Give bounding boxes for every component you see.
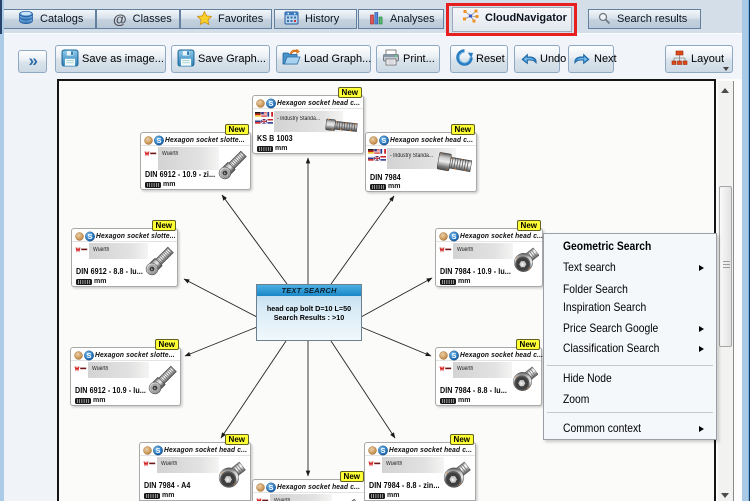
- svg-text:S: S: [87, 232, 92, 241]
- svg-text:S: S: [451, 351, 456, 360]
- svg-text:S: S: [380, 446, 385, 455]
- svg-text:S: S: [268, 483, 273, 492]
- svg-text:S: S: [156, 136, 161, 145]
- svg-text:S: S: [268, 99, 273, 108]
- svg-text:S: S: [86, 351, 91, 360]
- svg-text:S: S: [381, 136, 386, 145]
- svg-text:S: S: [155, 446, 160, 455]
- svg-text:S: S: [451, 232, 456, 241]
